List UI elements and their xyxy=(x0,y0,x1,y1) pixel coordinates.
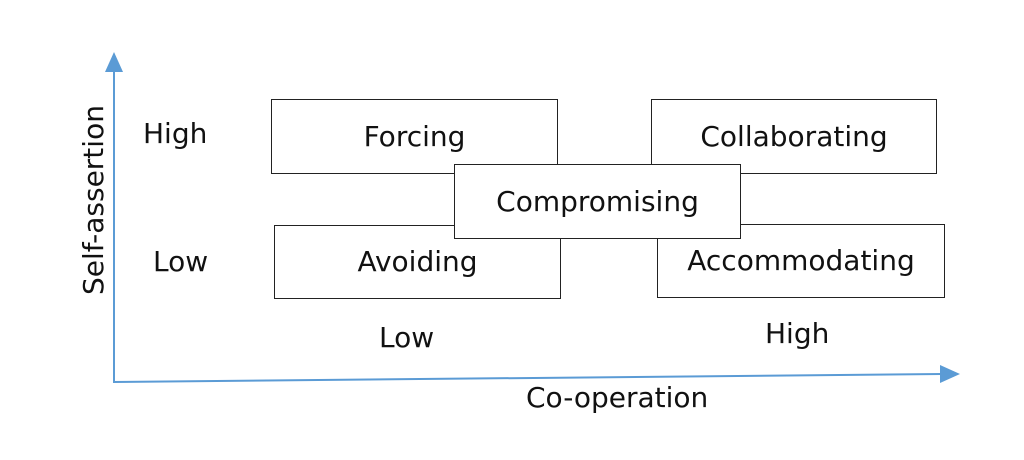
accommodating-box: Accommodating xyxy=(657,224,945,298)
compromising-box: Compromising xyxy=(454,164,741,239)
x-axis-arrowhead xyxy=(940,365,960,383)
x-level-high: High xyxy=(765,317,830,350)
x-axis-line xyxy=(112,373,943,383)
y-level-high: High xyxy=(143,117,208,150)
y-level-low: Low xyxy=(153,245,209,278)
forcing-box: Forcing xyxy=(271,99,558,174)
y-axis-title: Self-assertion xyxy=(77,105,110,295)
x-level-low: Low xyxy=(379,321,435,354)
x-axis-title: Co-operation xyxy=(526,381,709,414)
y-axis-arrowhead xyxy=(105,52,123,72)
collaborating-box: Collaborating xyxy=(651,99,937,174)
